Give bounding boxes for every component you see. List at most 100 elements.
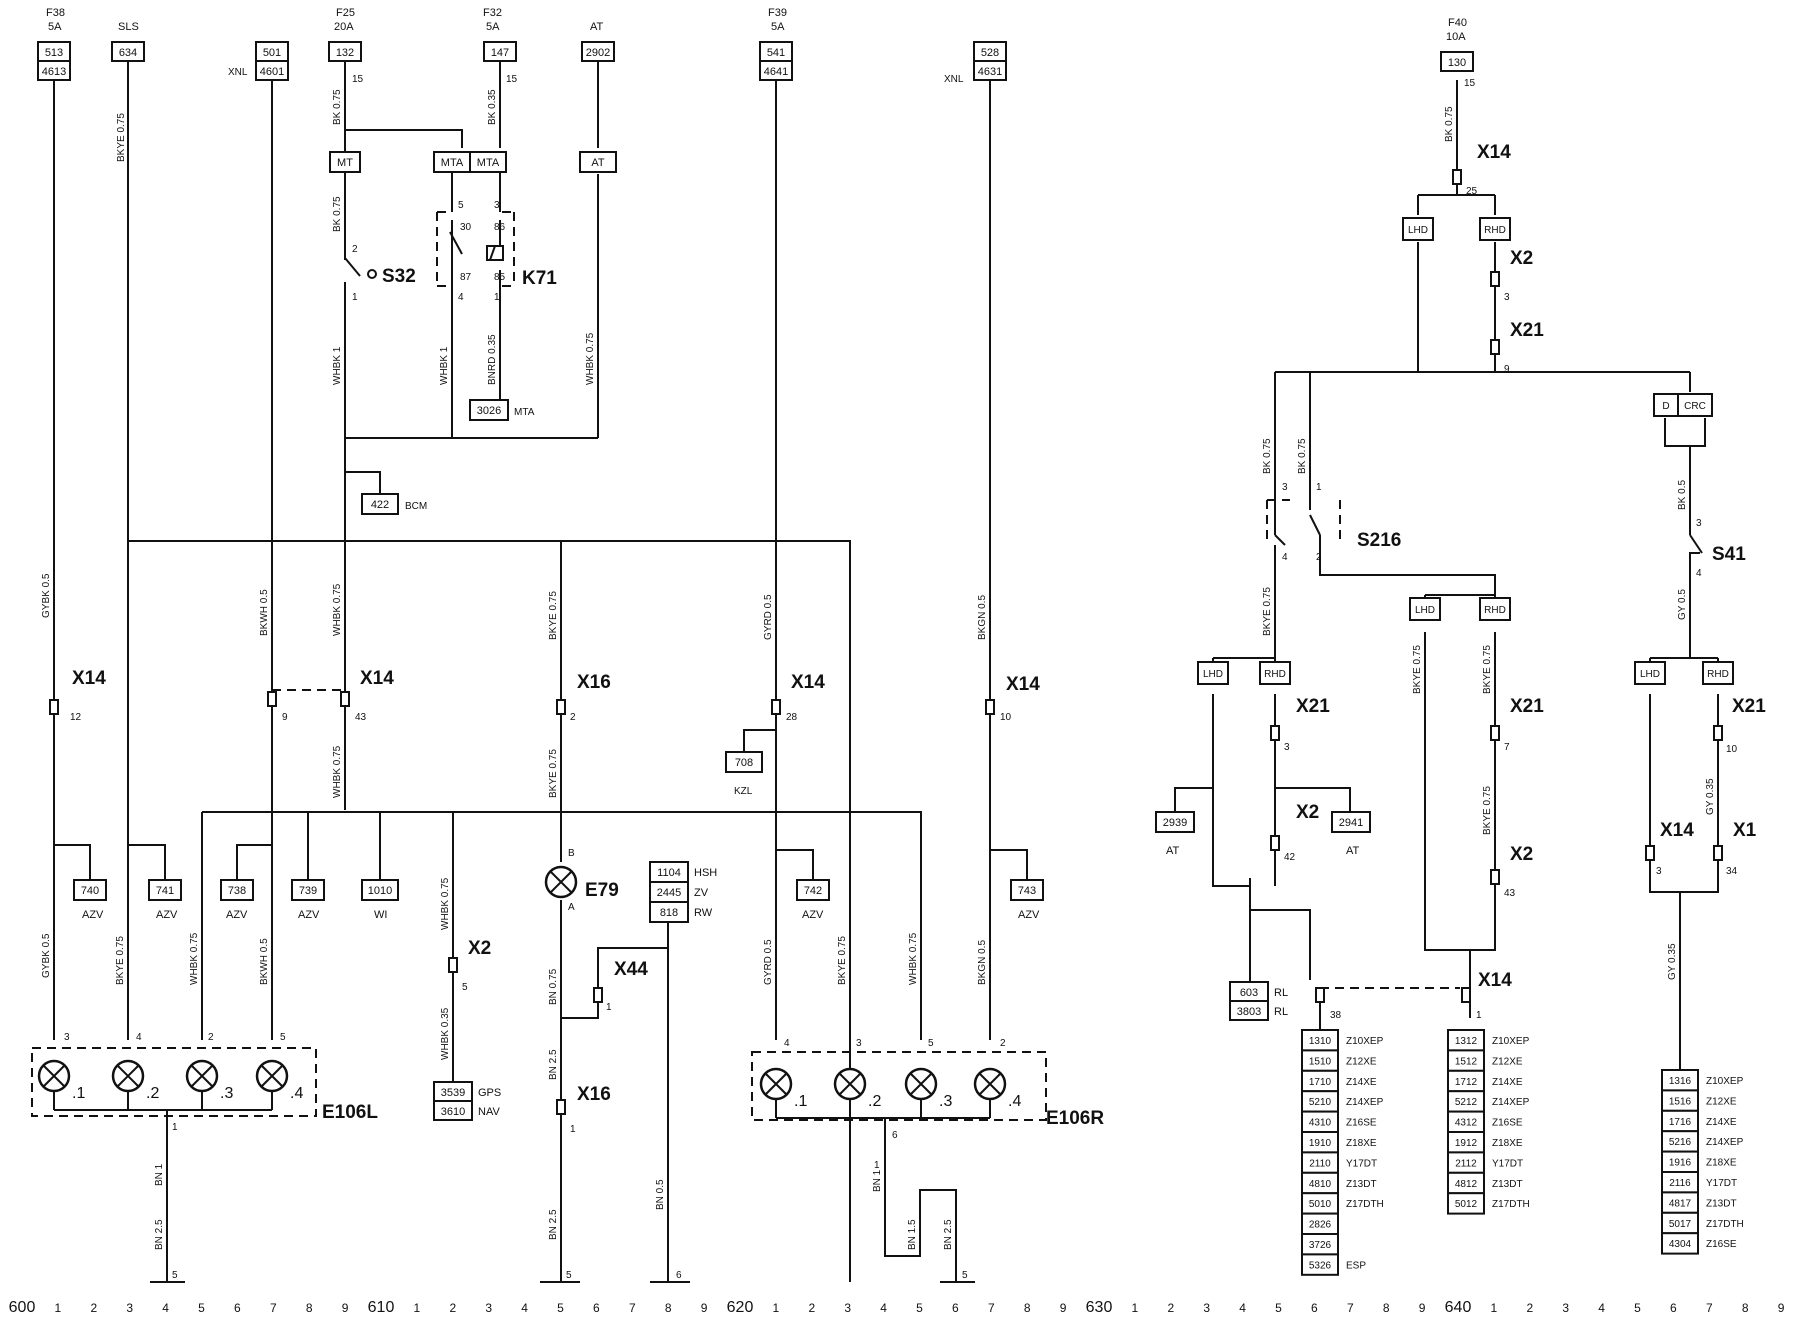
svg-text:.4: .4 (1008, 1093, 1021, 1110)
box-lhd-3: LHD (1197, 661, 1229, 685)
ruler-tick-label: 6 (1311, 1301, 1318, 1315)
table-cell-label: Z16SE (1346, 1118, 1377, 1129)
svg-text:4631: 4631 (978, 66, 1002, 78)
svg-text:CRC: CRC (1684, 401, 1706, 412)
label-at-1: AT (1166, 845, 1180, 857)
svg-text:743: 743 (1018, 885, 1036, 897)
e106r-frame (751, 1051, 1047, 1121)
svg-text:4: 4 (458, 292, 464, 303)
fuse-f40-name: F40 (1448, 17, 1467, 29)
svg-text:BKYE 0.75: BKYE 0.75 (115, 936, 126, 985)
label-gps: GPS (478, 1087, 501, 1099)
svg-text:2939: 2939 (1163, 817, 1187, 829)
svg-text:WHBK 1: WHBK 1 (439, 346, 450, 385)
svg-text:A: A (568, 902, 575, 913)
svg-text:43: 43 (1504, 888, 1516, 899)
table-cell-label: Z14XE (1346, 1077, 1377, 1088)
svg-text:WHBK 0.75: WHBK 0.75 (908, 932, 919, 985)
svg-text:.4: .4 (290, 1085, 303, 1102)
svg-text:38: 38 (1330, 1010, 1342, 1021)
svg-text:E106L: E106L (322, 1102, 378, 1123)
svg-text:BKWH 0.5: BKWH 0.5 (259, 589, 270, 636)
svg-text:BN 1: BN 1 (154, 1163, 165, 1186)
ruler-tick-label: 6 (593, 1301, 600, 1315)
svg-text:BK 0.75: BK 0.75 (332, 196, 343, 232)
svg-text:WHBK 1: WHBK 1 (332, 346, 343, 385)
connector-plugs (49, 169, 1723, 1115)
table-cell-label: Z18XE (1346, 1138, 1377, 1149)
table-cell-label: Z13DT (1346, 1179, 1377, 1190)
lamps: .1 .2 .3 .4 .1 .2 .3 .4 (31, 865, 1047, 1121)
table-cell-code: 1712 (1455, 1077, 1478, 1088)
box-3610: 3610 (433, 1100, 473, 1121)
ruler-tick-label: 7 (270, 1301, 277, 1315)
svg-text:4: 4 (1282, 552, 1288, 563)
ruler-tick-label: 3 (844, 1301, 851, 1315)
svg-text:5: 5 (566, 1270, 572, 1281)
svg-text:2: 2 (1000, 1038, 1006, 1049)
box-mta-1: MTA (433, 151, 471, 173)
table-cell-label: Y17DT (1492, 1158, 1523, 1169)
svg-text:BK 0.75: BK 0.75 (332, 89, 343, 125)
ruler-tick-label: 8 (306, 1301, 313, 1315)
box-crc: CRC (1677, 393, 1713, 417)
svg-text:3: 3 (856, 1038, 862, 1049)
ruler-tick-label: 1 (55, 1301, 62, 1315)
svg-text:3: 3 (494, 200, 500, 211)
fuse-f38-name: F38 (46, 7, 65, 19)
svg-text:GYRD 0.5: GYRD 0.5 (763, 939, 774, 985)
svg-text:3: 3 (1696, 518, 1702, 529)
table-cell-code: 1710 (1309, 1077, 1332, 1088)
label-kzl: KZL (734, 786, 753, 797)
fuse-f32-name: F32 (483, 7, 502, 19)
svg-text:12: 12 (70, 712, 82, 723)
svg-text:X14: X14 (791, 672, 825, 693)
box-147: 147 (483, 41, 517, 62)
ruler-tick-label: 2 (1167, 1301, 1174, 1315)
svg-text:WHBK 0.75: WHBK 0.75 (332, 583, 343, 636)
svg-text:742: 742 (804, 885, 822, 897)
svg-text:BK 0.75: BK 0.75 (1444, 106, 1455, 142)
label-azv-4: AZV (298, 909, 320, 921)
svg-text:X2: X2 (1510, 844, 1533, 865)
box-2902: 2902 (581, 41, 615, 62)
svg-text:BN 2.5: BN 2.5 (548, 1209, 559, 1240)
svg-text:BN 2.5: BN 2.5 (943, 1219, 954, 1250)
table-cell-code: 4310 (1309, 1118, 1332, 1129)
table-cell-code: 1716 (1669, 1117, 1692, 1128)
box-742: 742 (796, 879, 830, 901)
box-739: 739 (291, 879, 325, 901)
label-wi: WI (374, 909, 387, 921)
table-cell-label: Z14XE (1706, 1117, 1737, 1128)
svg-text:3: 3 (1504, 292, 1510, 303)
svg-text:BKGN 0.5: BKGN 0.5 (977, 940, 988, 985)
table-cell-code: 5017 (1669, 1219, 1692, 1230)
table-cell-code: 2826 (1309, 1220, 1332, 1231)
fuse-sls-name: SLS (118, 21, 139, 33)
ruler-tick-label: 8 (665, 1301, 672, 1315)
table-cell-code: 5326 (1309, 1260, 1332, 1271)
table-cell-label: Z10XEP (1706, 1076, 1744, 1087)
component-names: S32 K71 E79 E106L E106R S216 S41 (322, 266, 1746, 1129)
svg-text:RHD: RHD (1707, 669, 1729, 680)
svg-text:X14: X14 (1477, 142, 1511, 163)
svg-text:10: 10 (1726, 744, 1738, 755)
svg-text:LHD: LHD (1408, 225, 1428, 236)
svg-text:15: 15 (352, 74, 364, 85)
svg-text:6: 6 (676, 1270, 682, 1281)
svg-text:WHBK 0.75: WHBK 0.75 (332, 745, 343, 798)
table-cell-label: Z14XEP (1492, 1097, 1530, 1108)
svg-text:WHBK 0.75: WHBK 0.75 (585, 332, 596, 385)
svg-text:B: B (568, 848, 575, 859)
svg-text:BKYE 0.75: BKYE 0.75 (548, 591, 559, 640)
svg-text:739: 739 (299, 885, 317, 897)
svg-text:WHBK 0.75: WHBK 0.75 (440, 877, 451, 930)
